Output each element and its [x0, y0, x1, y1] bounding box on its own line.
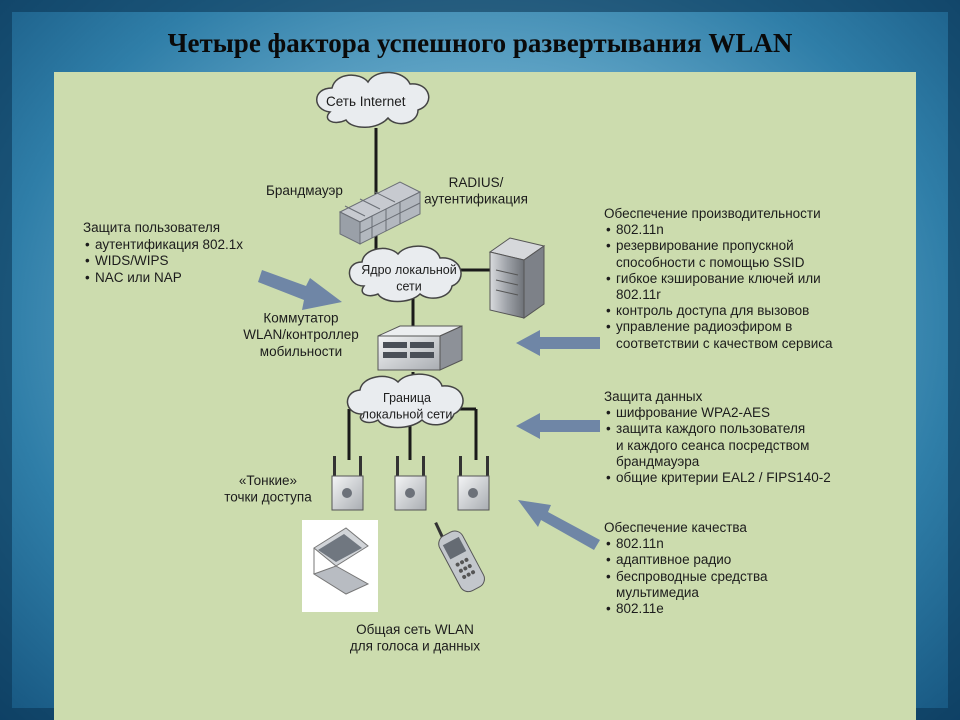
radius-server-icon [488, 237, 546, 319]
switch-label-line-2: WLAN/контроллер [243, 326, 359, 343]
list-item: NAC или NAP [83, 270, 243, 287]
arrow-quality [518, 500, 600, 550]
access-points-label-line-2: точки доступа [224, 489, 312, 505]
radius-label: RADIUS/ аутентификация [416, 174, 536, 208]
list-item-line: 802.11r [616, 287, 661, 303]
list-item: 802.11n [604, 222, 833, 238]
performance-block: Обеспечение производительности 802.11n р… [604, 206, 833, 352]
data-protection-block: Защита данных шифрование WPA2-AES защита… [604, 389, 831, 486]
data-protection-list: шифрование WPA2-AES защита каждого польз… [604, 405, 831, 486]
arrow-data-protection [516, 413, 600, 439]
list-item-line: брандмауэра [616, 453, 700, 469]
laptop-icon [302, 520, 378, 612]
performance-list: 802.11n резервирование пропускной способ… [604, 222, 833, 352]
diagram-panel [54, 72, 916, 720]
access-point-1 [331, 456, 364, 511]
switch-label: Коммутатор WLAN/контроллер мобильности [226, 310, 376, 360]
firewall-wall [338, 181, 422, 245]
list-item-line: резервирование пропускной [616, 238, 794, 254]
arrow-user-protection [258, 270, 342, 310]
list-item: защита каждого пользователя и каждого се… [604, 421, 831, 470]
list-item-line: 802.11e [616, 601, 664, 617]
arrow-performance [516, 330, 600, 356]
list-item-line: беспроводные средства [616, 568, 768, 584]
access-points-label-line-1: «Тонкие» [238, 472, 298, 488]
wlan-label: Общая сеть WLAN для голоса и данных [322, 621, 508, 655]
lan-core-cloud [348, 245, 462, 303]
list-item: аутентификация 802.1x [83, 237, 243, 254]
list-item: управление радиоэфиром в соответствии с … [604, 319, 833, 351]
slide-title: Четыре фактора успешного развертывания W… [167, 28, 793, 58]
data-protection-heading: Защита данных [604, 389, 703, 404]
list-item: гибкое кэширование ключей или 802.11r [604, 271, 833, 303]
list-item: беспроводные средства мультимедиа [604, 569, 768, 601]
list-item: общие критерии EAL2 / FIPS140-2 [604, 470, 831, 486]
user-protection-list: аутентификация 802.1x WIDS/WIPS NAC или … [83, 237, 243, 287]
list-item: 802.11n [604, 536, 768, 552]
list-item-line: 802.11n [616, 536, 664, 552]
switch-label-line-3: мобильности [259, 343, 343, 360]
access-point-2 [394, 456, 427, 511]
list-item-line: управление радиоэфиром в [616, 319, 793, 335]
list-item-line: соответствии с качеством сервиса [616, 335, 833, 351]
lan-core-label-line-1: Ядро локальной [361, 262, 457, 277]
list-item-line: контроль доступа для вызовов [616, 303, 810, 319]
list-item: резервирование пропускной способности с … [604, 238, 833, 270]
quality-block: Обеспечение качества 802.11n адаптивное … [604, 520, 768, 617]
list-item-line: 802.11n [616, 222, 664, 238]
lan-core-label-line-2: сети [396, 279, 422, 294]
lan-edge-label-line-2: локальной сети [361, 407, 453, 422]
lan-core-label: Ядро локальной сети [354, 261, 464, 295]
list-item-line: способности с помощью SSID [616, 254, 805, 270]
radius-label-line-2: аутентификация [424, 191, 528, 207]
internet-label: Сеть Internet [326, 93, 406, 110]
quality-list: 802.11n адаптивное радио беспроводные ср… [604, 536, 768, 617]
list-item: контроль доступа для вызовов [604, 303, 833, 319]
switch-label-line-1: Коммутатор [263, 309, 339, 326]
list-item-line: общие критерии EAL2 / FIPS140-2 [616, 470, 831, 486]
list-item: адаптивное радио [604, 552, 768, 568]
wlan-label-line-2: для голоса и данных [349, 638, 481, 654]
wlan-controller-icon [377, 325, 463, 371]
phone-icon [434, 521, 485, 593]
list-item: 802.11e [604, 601, 768, 617]
access-point-3 [457, 456, 490, 511]
firewall-label: Брандмауэр [266, 182, 343, 199]
radius-label-line-1: RADIUS/ [448, 174, 504, 190]
list-item-line: гибкое кэширование ключей или [616, 270, 821, 286]
lan-edge-cloud [346, 373, 464, 429]
performance-heading: Обеспечение производительности [604, 206, 821, 221]
user-protection-block: Защита пользователя аутентификация 802.1… [83, 220, 243, 286]
lan-edge-label-line-1: Граница [383, 390, 431, 405]
list-item-line: шифрование WPA2-AES [616, 405, 771, 421]
list-item: WIDS/WIPS [83, 253, 243, 270]
list-item: шифрование WPA2-AES [604, 405, 831, 421]
list-item-line: защита каждого пользователя [616, 421, 806, 437]
list-item-line: мультимедиа [616, 584, 699, 600]
lan-edge-label: Граница локальной сети [352, 389, 462, 423]
user-protection-heading: Защита пользователя [83, 220, 221, 235]
quality-heading: Обеспечение качества [604, 520, 747, 535]
list-item-line: адаптивное радио [616, 552, 732, 568]
list-item-line: и каждого сеанса посредством [616, 437, 810, 453]
internet-cloud [316, 71, 430, 128]
access-points-label: «Тонкие» точки доступа [206, 472, 330, 506]
wlan-label-line-1: Общая сеть WLAN [356, 621, 474, 637]
